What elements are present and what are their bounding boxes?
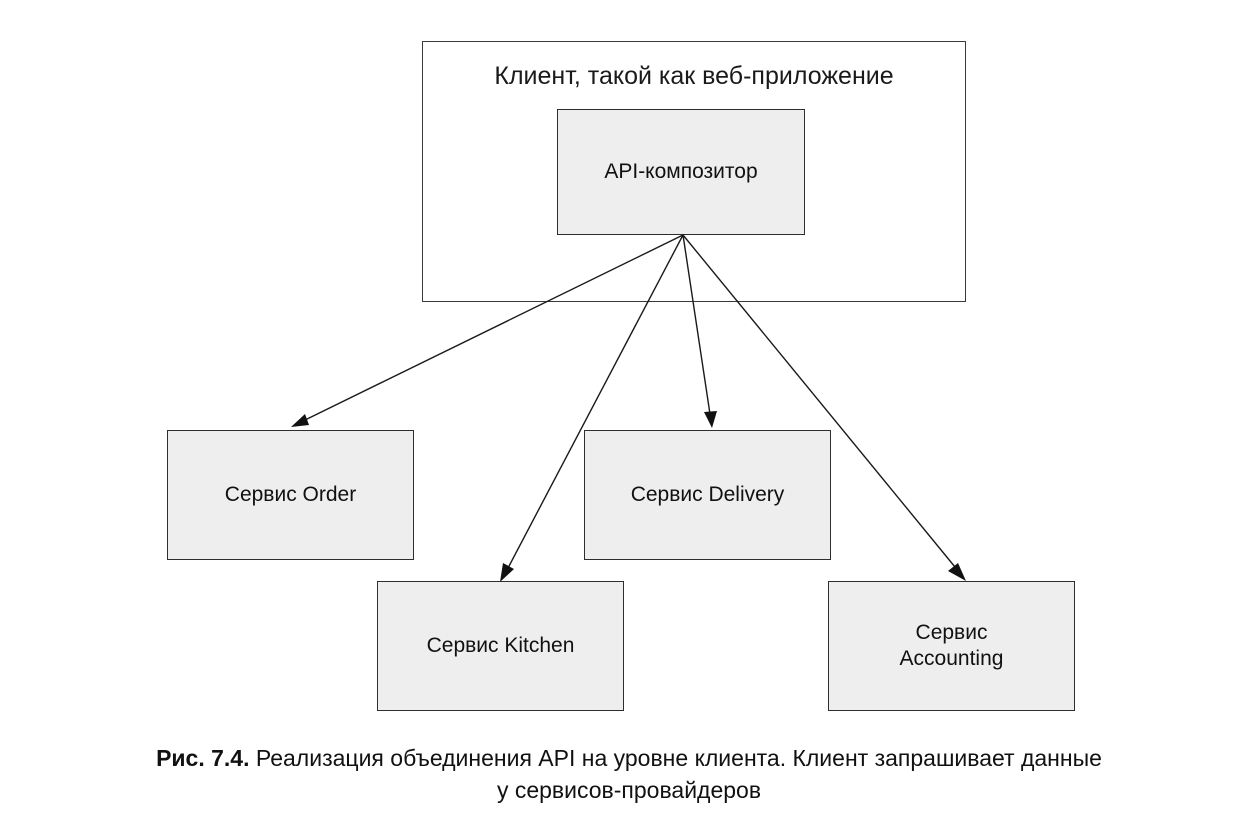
service-accounting-label: Сервис Accounting (899, 620, 1004, 670)
arrow-to-order (291, 234, 684, 427)
arrow-to-delivery (682, 234, 717, 428)
service-order-label: Сервис Order (224, 482, 357, 506)
service-delivery-node: Сервис Delivery (584, 430, 831, 560)
api-composer-label: API-композитор (604, 159, 758, 183)
client-title: Клиент, такой как веб-приложение (494, 62, 894, 90)
arrow-to-accounting (682, 234, 966, 581)
caption-line-1: Рис. 7.4. Реализация объединения API на … (0, 742, 1258, 774)
service-accounting-node: Сервис Accounting (828, 581, 1075, 711)
service-kitchen-label: Сервис Kitchen (426, 633, 575, 657)
service-kitchen-node: Сервис Kitchen (377, 581, 624, 711)
client-container: Клиент, такой как веб-приложение (422, 41, 966, 302)
api-composer-node: API-композитор (557, 109, 805, 235)
caption-line-2: у сервисов-провайдеров (496, 777, 762, 803)
figure-caption: Рис. 7.4. Реализация объединения API на … (0, 742, 1258, 806)
service-order-node: Сервис Order (167, 430, 414, 560)
figure-number: Рис. 7.4. (156, 745, 250, 771)
service-delivery-label: Сервис Delivery (630, 482, 785, 506)
caption-text: Реализация объединения API на уровне кли… (255, 745, 1102, 771)
arrow-to-kitchen (500, 234, 684, 582)
